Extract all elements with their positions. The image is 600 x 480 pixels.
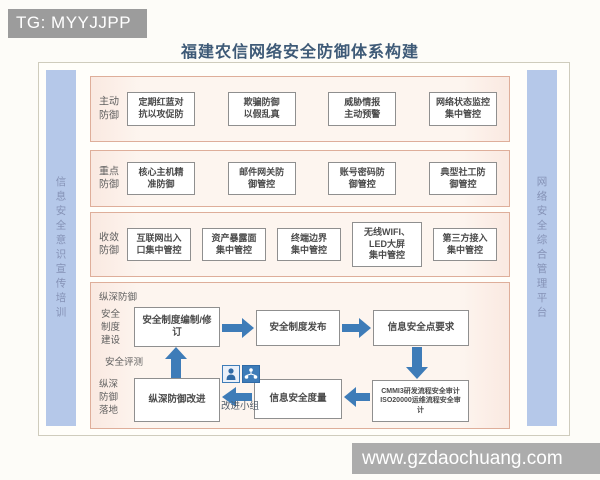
box-security-system-compile: 安全制度编制/修 订 xyxy=(134,307,220,347)
label-security-evaluation: 安全评测 xyxy=(105,357,144,368)
box-infosec-point-requirements: 信息安全点要求 xyxy=(373,310,469,346)
label-security-system-construction: 安全 制度 建设 xyxy=(101,309,121,346)
box-process-security-audit: CMMI3研发流程安全审计 ISO20000运维流程安全审 计 xyxy=(372,380,469,422)
arrow-down-requirements-to-audit xyxy=(406,347,428,379)
box-security-system-publish: 安全制度发布 xyxy=(256,310,340,346)
page-title: 福建农信网络安全防御体系构建 xyxy=(180,44,419,61)
row-active-defense-label: 主动 防御 xyxy=(99,96,119,122)
watermark-url: www.gzdaochuang.com xyxy=(362,447,563,469)
box-deception-defense: 欺骗防御 以假乱真 xyxy=(227,92,296,126)
label-depth-defense-landing: 纵深 防御 落地 xyxy=(99,379,119,416)
sidebar-platform-label: 网络安全综合管理平台 xyxy=(535,175,548,321)
sidebar-awareness-label: 信息安全意识宣传培训 xyxy=(54,175,67,321)
row-active-defense-boxes: 定期红蓝对 抗以攻促防 欺骗防御 以假乱真 威胁情报 主动预警 网络状态监控 集… xyxy=(127,77,497,141)
improvement-team-label: 改进小组 xyxy=(221,401,260,412)
watermark-bar: www.gzdaochuang.com xyxy=(352,443,600,474)
row-key-defense-label: 重点 防御 xyxy=(99,166,119,191)
row-convergence-defense: 收敛 防御 互联网出入 口集中管控 资产暴露面 集中管控 终端边界 集中管控 无… xyxy=(90,212,510,277)
arrow-up-improvement-to-compile xyxy=(165,347,187,378)
box-terminal-boundary-control: 终端边界 集中管控 xyxy=(277,227,341,262)
box-third-party-access-control: 第三方接入 集中管控 xyxy=(433,227,497,262)
row-key-defense-boxes: 核心主机精 准防御 邮件网关防 御管控 账号密码防 御管控 典型社工防 御管控 xyxy=(127,151,497,206)
sidebar-awareness-training: 信息安全意识宣传培训 xyxy=(46,70,76,426)
depth-defense-header: 纵深防御 xyxy=(99,292,138,303)
arrow-left-audit-to-measurement xyxy=(344,387,370,407)
arrow-right-publish-to-requirements xyxy=(342,318,371,338)
telegram-badge: TG: MYYJJPP xyxy=(8,9,148,38)
row-active-defense: 主动 防御 定期红蓝对 抗以攻促防 欺骗防御 以假乱真 威胁情报 主动预警 网络… xyxy=(90,76,510,142)
box-mail-gateway-defense: 邮件网关防 御管控 xyxy=(227,161,296,196)
row-convergence-defense-label: 收敛 防御 xyxy=(99,232,119,257)
box-social-engineering-defense: 典型社工防 御管控 xyxy=(428,161,497,196)
box-depth-defense-improvement: 纵深防御改进 xyxy=(134,378,220,422)
box-red-blue-drill: 定期红蓝对 抗以攻促防 xyxy=(127,92,195,126)
box-core-host-defense: 核心主机精 准防御 xyxy=(127,161,195,196)
box-infosec-measurement: 信息安全度量 xyxy=(254,379,342,419)
box-internet-gateway-control: 互联网出入 口集中管控 xyxy=(127,227,191,262)
box-asset-exposure-control: 资产暴露面 集中管控 xyxy=(202,227,266,262)
row-key-defense: 重点 防御 核心主机精 准防御 邮件网关防 御管控 账号密码防 御管控 典型社工… xyxy=(90,150,510,207)
sidebar-management-platform: 网络安全综合管理平台 xyxy=(527,70,557,426)
arrow-right-compile-to-publish xyxy=(222,318,254,338)
improvement-team-icon xyxy=(222,365,260,383)
row-convergence-defense-boxes: 互联网出入 口集中管控 资产暴露面 集中管控 终端边界 集中管控 无线WIFI、… xyxy=(127,213,497,276)
box-threat-intelligence: 威胁情报 主动预警 xyxy=(328,92,397,126)
box-wifi-led-control: 无线WIFI、 LED大屏 集中管控 xyxy=(352,221,422,268)
box-network-status-monitor: 网络状态监控 集中管控 xyxy=(428,92,497,126)
box-account-password-defense: 账号密码防 御管控 xyxy=(328,161,397,196)
section-depth-defense: 纵深防御 安全 制度 建设 安全评测 纵深 防御 落地 安全制度编制/修 订 安… xyxy=(90,282,510,429)
